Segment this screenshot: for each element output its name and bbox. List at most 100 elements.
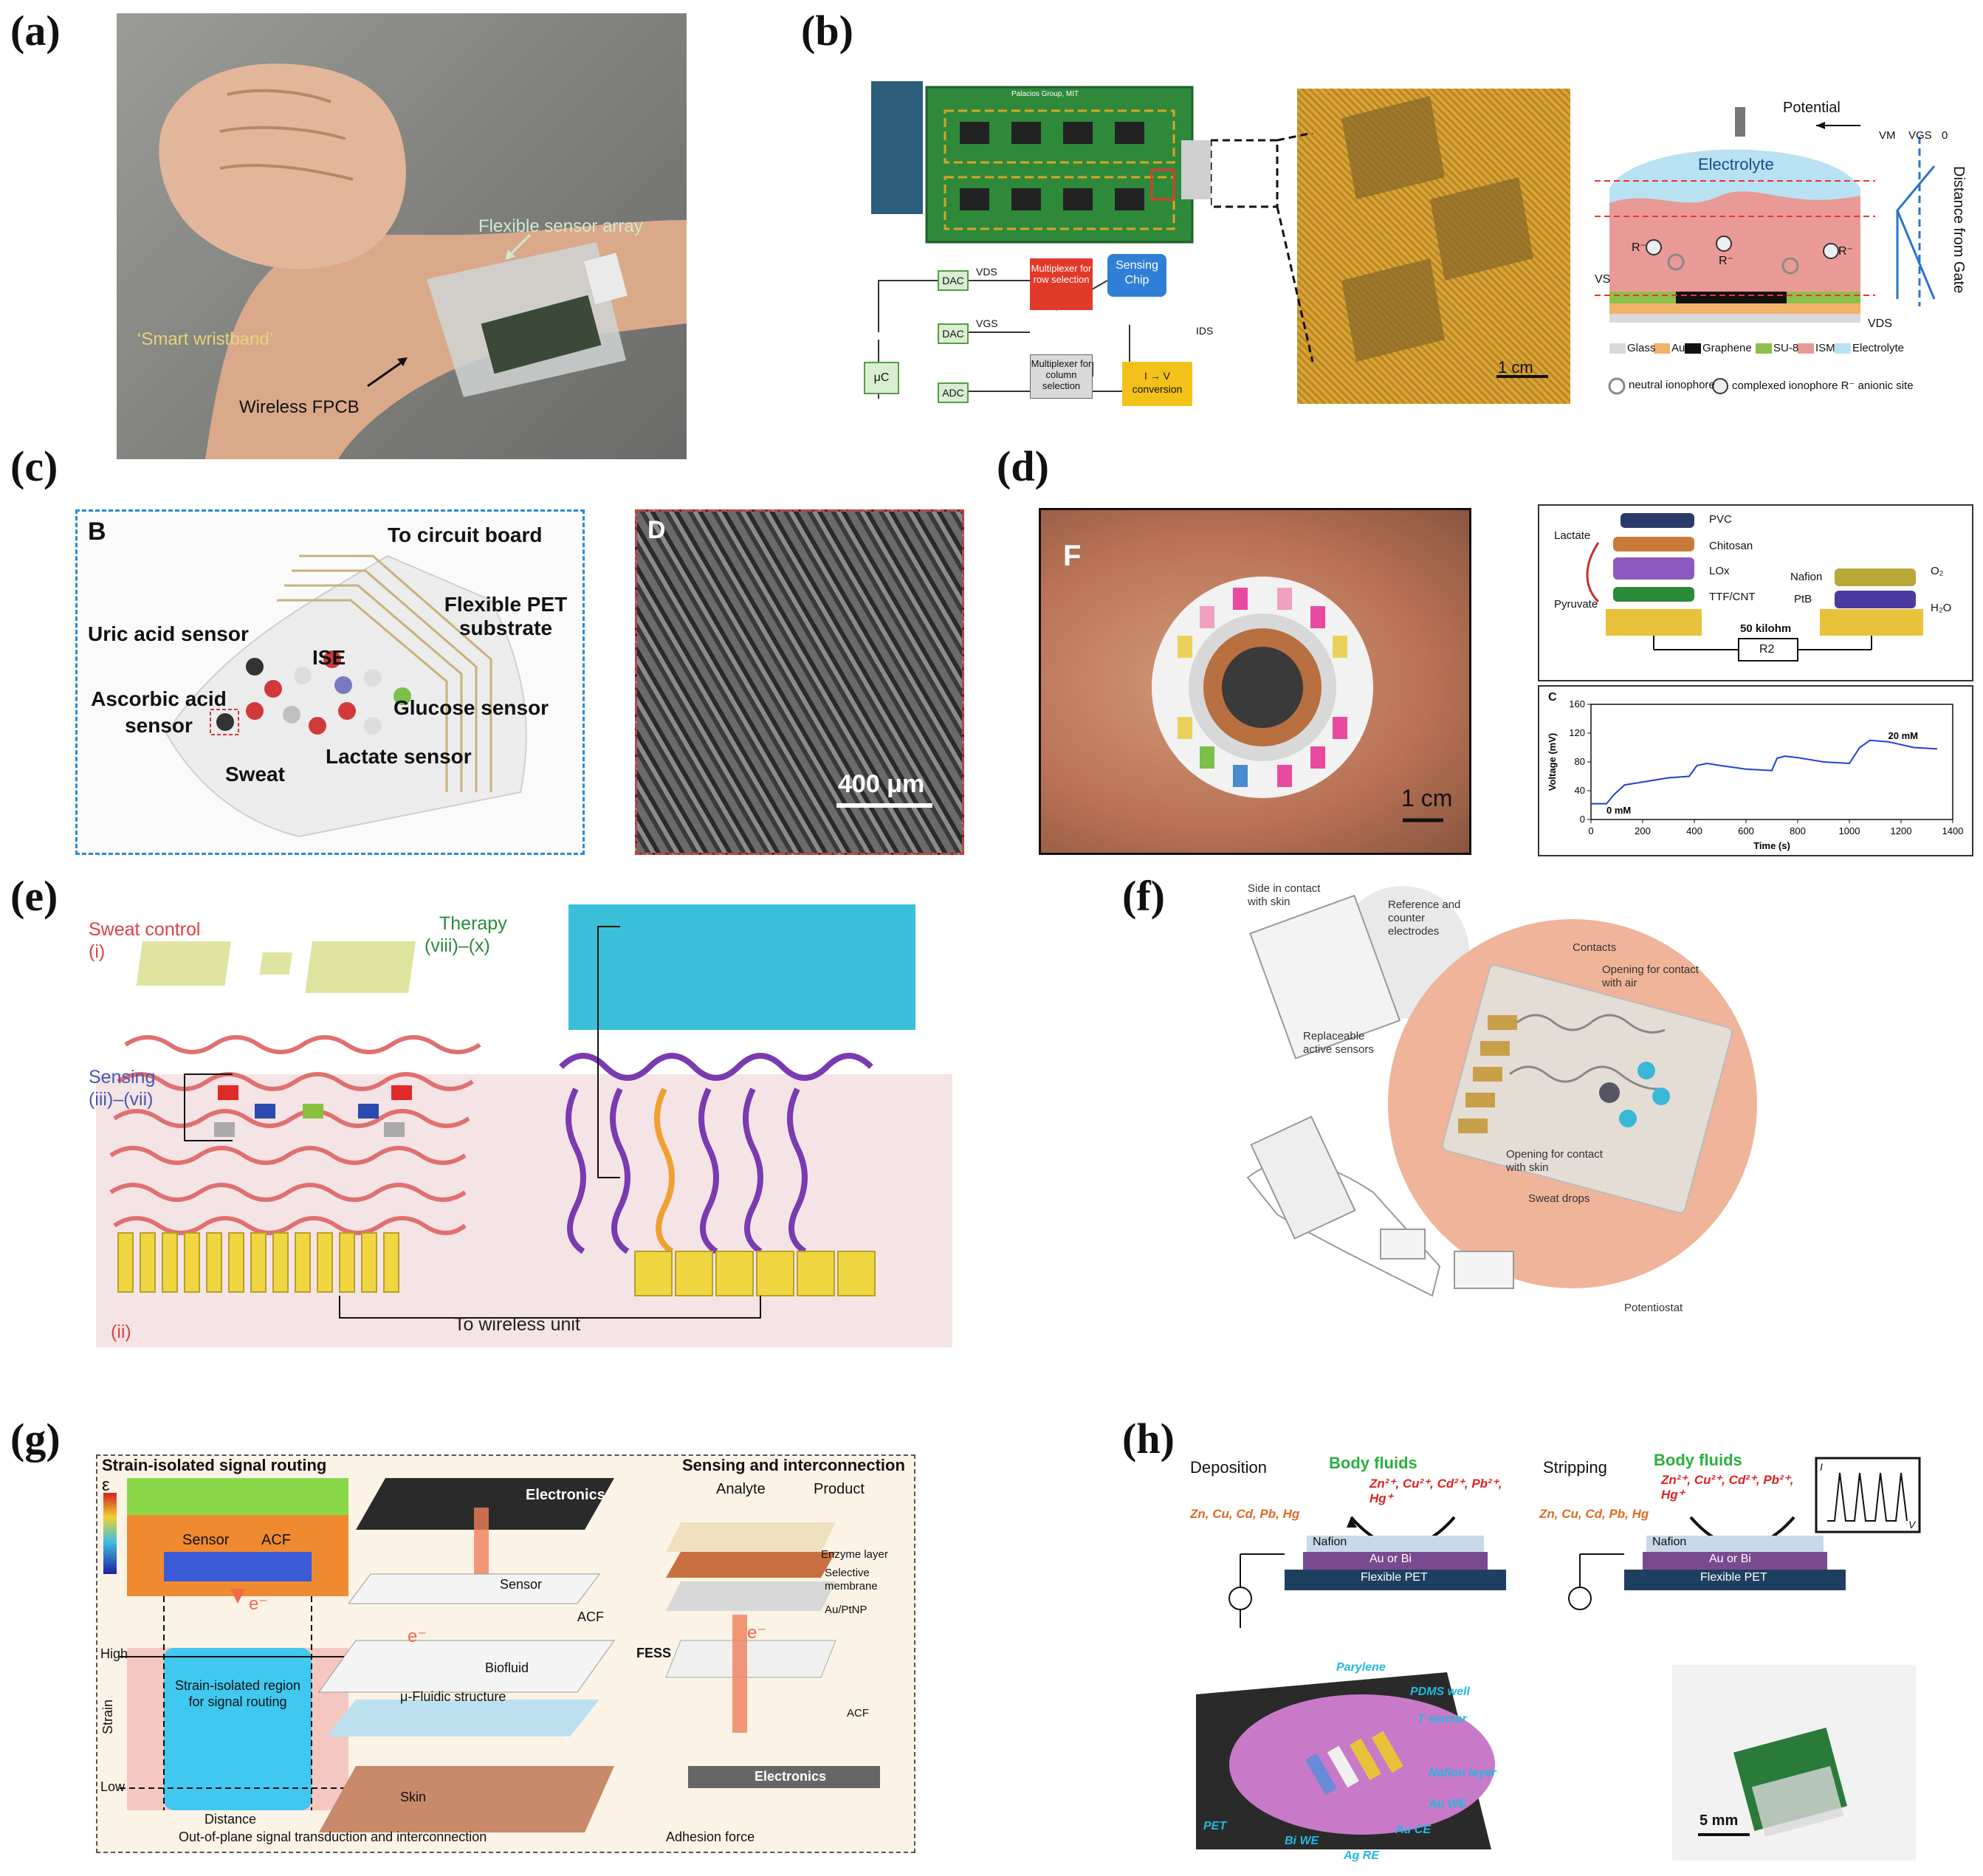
current-axis-label: I	[1820, 1461, 1823, 1473]
panel-b-electrode-photo: 1 cm	[1297, 89, 1570, 404]
replaceable-sensors-label: Replaceable active sensors	[1303, 1030, 1374, 1056]
mux-row-box: Multiplexer for row selection	[1030, 258, 1093, 310]
lactate-label: Lactate	[1554, 529, 1591, 542]
nafion-label: Nafion	[1790, 571, 1823, 583]
sensing-label: Sensing	[89, 1067, 156, 1088]
panel-g-figure: Strain-isolated signal routing ε Sensor …	[96, 1454, 915, 1853]
legend-su8: SU-8	[1773, 342, 1799, 354]
product-label: Product	[814, 1481, 865, 1497]
sweat-label: Sweat	[225, 763, 285, 786]
pdms-label: PDMS well	[1410, 1686, 1470, 1698]
panel-b-block-diagram: DAC DAC ADC μC VDS VGS IDS Multiplexer f…	[864, 254, 1226, 406]
panel-label-d: (d)	[997, 442, 1049, 490]
metals-label-2: Zn, Cu, Cd, Pb, Hg	[1539, 1507, 1649, 1521]
distance-axis-label: Distance	[205, 1812, 257, 1827]
y-tick-label: 40	[1575, 785, 1585, 796]
nafion-label-1: Nafion	[1313, 1536, 1347, 1548]
auptnp-label: Au/PtNP	[825, 1604, 867, 1616]
r2-label: R2	[1759, 643, 1775, 656]
panel-c-letter-d: D	[647, 516, 666, 544]
panel-label-f: (f)	[1122, 872, 1165, 920]
strain-title: Strain-isolated signal routing	[102, 1456, 327, 1474]
x-tick-label: 0	[1588, 825, 1593, 836]
sweat-drops-label: Sweat drops	[1528, 1192, 1590, 1205]
opening-skin-label: Opening for contact with skin	[1506, 1148, 1603, 1174]
to-circuit-board-label: To circuit board	[388, 523, 543, 546]
strain-axis-label: Strain	[100, 1700, 115, 1735]
g-sensor2-label: Sensor	[500, 1577, 543, 1592]
vm-label: VM	[1879, 129, 1896, 142]
chitosan-label: Chitosan	[1709, 540, 1753, 552]
ids-label: IDS	[1196, 325, 1214, 337]
h2o-label: H₂O	[1931, 602, 1952, 614]
panel-e-figure: Sweat control (i) Therapy (viii)–(x) Sen…	[74, 904, 960, 1355]
o2-label: O₂	[1931, 565, 1944, 577]
au-ce-label: Au CE	[1395, 1824, 1431, 1836]
potentiostat-label: Potentiostat	[1624, 1302, 1683, 1314]
sweat-control-roman: (i)	[89, 941, 106, 962]
to-wireless-label: To wireless unit	[454, 1314, 580, 1335]
y-tick-label: 0	[1580, 814, 1585, 825]
mux-col-box: Multiplexer for column selection	[1030, 354, 1093, 399]
g-electron2-label: e⁻	[408, 1626, 427, 1646]
panel-label-g: (g)	[10, 1415, 61, 1463]
dac2-box: DAC	[938, 323, 969, 344]
chart-letter: C	[1548, 691, 1557, 704]
side-contact-label: Side in contact with skin	[1248, 882, 1321, 908]
panel-label-h: (h)	[1122, 1415, 1175, 1463]
lox-label: LOx	[1709, 565, 1730, 577]
resistor-label: 50 kilohm	[1740, 622, 1792, 635]
uc-box: μC	[864, 362, 899, 394]
zero-label: 0	[1942, 129, 1948, 142]
panel-b-zoom-lines	[1211, 133, 1314, 363]
ii-label: (ii)	[111, 1322, 131, 1342]
sem-scale-label: 400 μm	[838, 770, 925, 798]
pvc-label: PVC	[1709, 513, 1732, 526]
x-tick-label: 600	[1738, 825, 1754, 836]
acf3-label: ACF	[847, 1707, 869, 1719]
vgs-label: VGS	[976, 317, 998, 329]
ptb-label: PtB	[1794, 593, 1812, 605]
contacts-label: Contacts	[1573, 941, 1617, 954]
ag-re-label: Ag RE	[1344, 1849, 1379, 1862]
deposition-label: Deposition	[1190, 1458, 1267, 1477]
pet-label-3: PET	[1203, 1820, 1227, 1832]
x-tick-label: 1200	[1891, 825, 1912, 836]
voltage-axis-label: V	[1908, 1519, 1916, 1530]
x-tick-label: 1000	[1839, 825, 1860, 836]
legend-ism: ISM	[1815, 342, 1835, 354]
chart-frame	[1590, 704, 1953, 820]
r-minus-1: R⁻	[1632, 241, 1646, 254]
panel-f-figure: Side in contact with skin Reference and …	[1226, 882, 1920, 1340]
end-annotation: 20 mM	[1889, 730, 1918, 741]
body-fluids-label-1: Body fluids	[1329, 1454, 1417, 1472]
therapy-roman: (viii)–(x)	[425, 935, 490, 956]
r-minus-3: R⁻	[1838, 245, 1853, 258]
panel-h-scale: 5 mm	[1700, 1813, 1739, 1829]
panel-b-circuit: Palacios Group, MIT	[871, 81, 1226, 406]
panel-a-arrows	[367, 233, 532, 388]
biofluid-label: Biofluid	[485, 1660, 529, 1675]
g-electron3-label: e⁻	[747, 1623, 767, 1643]
flexible-sensor-array-label: Flexible sensor array	[478, 216, 643, 236]
board-header: Palacios Group, MIT	[1011, 90, 1079, 98]
au-we-label: Au WE	[1429, 1798, 1467, 1810]
low-label: Low	[100, 1779, 126, 1794]
ions-label-2: Zn²⁺, Cu²⁺, Cd²⁺, Pb²⁺, Hg⁺	[1661, 1473, 1794, 1502]
enzyme-label: Enzyme layer	[821, 1548, 888, 1561]
panel-c-letter-b: B	[88, 518, 106, 546]
panel-label-a: (a)	[10, 7, 61, 55]
panel-label-b: (b)	[801, 7, 853, 55]
nafion-label-2: Nafion	[1652, 1536, 1687, 1548]
legend-complexed-ionophore: complexed ionophore R⁻ anionic site	[1732, 379, 1914, 392]
iv-conversion-box: I → V conversion	[1122, 362, 1192, 406]
panel-label-c: (c)	[10, 442, 58, 490]
vs-label: VS	[1595, 273, 1611, 286]
legend-au: Au	[1671, 342, 1685, 354]
nafion-layer-label: Nafion layer	[1429, 1767, 1496, 1779]
panel-label-e: (e)	[10, 872, 58, 920]
sensing-roman: (iii)–(vii)	[89, 1089, 154, 1110]
ise-label: ISE	[312, 646, 346, 669]
x-tick-label: 800	[1790, 825, 1806, 836]
panel-h-figure: Deposition Stripping Body fluids Body fl…	[1181, 1451, 1927, 1864]
